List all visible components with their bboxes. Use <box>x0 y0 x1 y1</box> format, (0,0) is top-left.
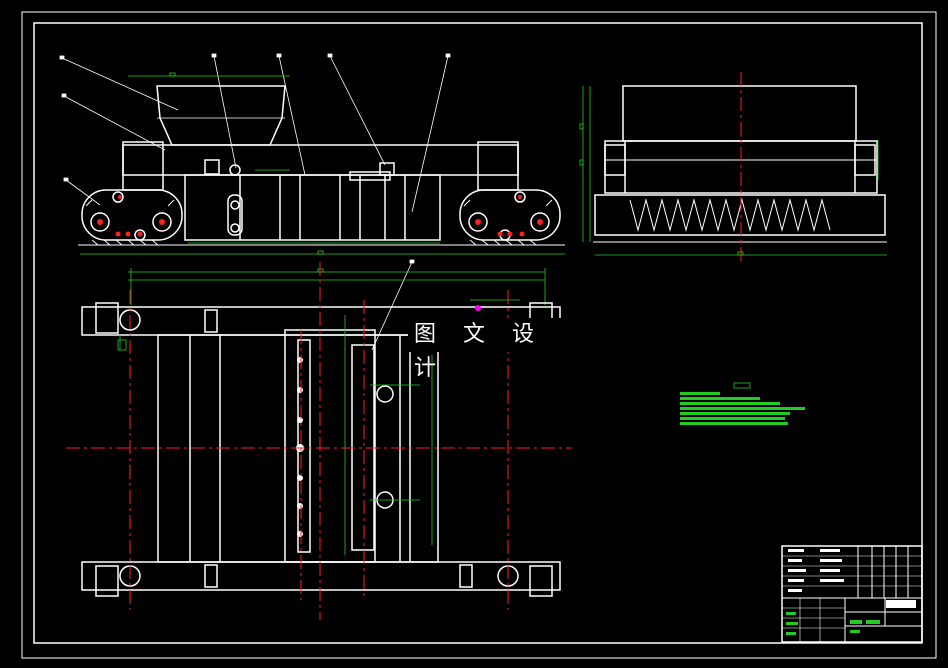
plan-view-dimensions <box>117 299 520 555</box>
side-hopper <box>622 85 857 142</box>
watermark-text: 图 文 设 计 <box>408 318 564 381</box>
front-view-highlights <box>97 195 543 237</box>
bottom-beam <box>81 561 561 591</box>
drawing-border <box>21 11 937 659</box>
hopper <box>156 85 286 146</box>
front-view-dimensions <box>80 72 565 305</box>
title-block-green-marks <box>786 612 880 635</box>
center-box <box>284 329 376 563</box>
centerlines <box>66 72 742 620</box>
technical-notes <box>680 382 805 425</box>
side-track <box>594 194 886 236</box>
lower-frame <box>184 174 441 241</box>
front-view <box>78 85 565 246</box>
accent-marker <box>475 305 481 311</box>
upper-frame <box>122 144 519 176</box>
side-view <box>593 85 887 243</box>
right-column <box>477 141 519 191</box>
plan-view-bolts <box>296 357 304 537</box>
left-column <box>122 141 164 191</box>
link-bar <box>227 194 243 236</box>
title-block <box>781 545 923 643</box>
left-track <box>81 189 183 241</box>
title-block-text-marks <box>788 549 916 608</box>
right-track <box>459 189 561 241</box>
